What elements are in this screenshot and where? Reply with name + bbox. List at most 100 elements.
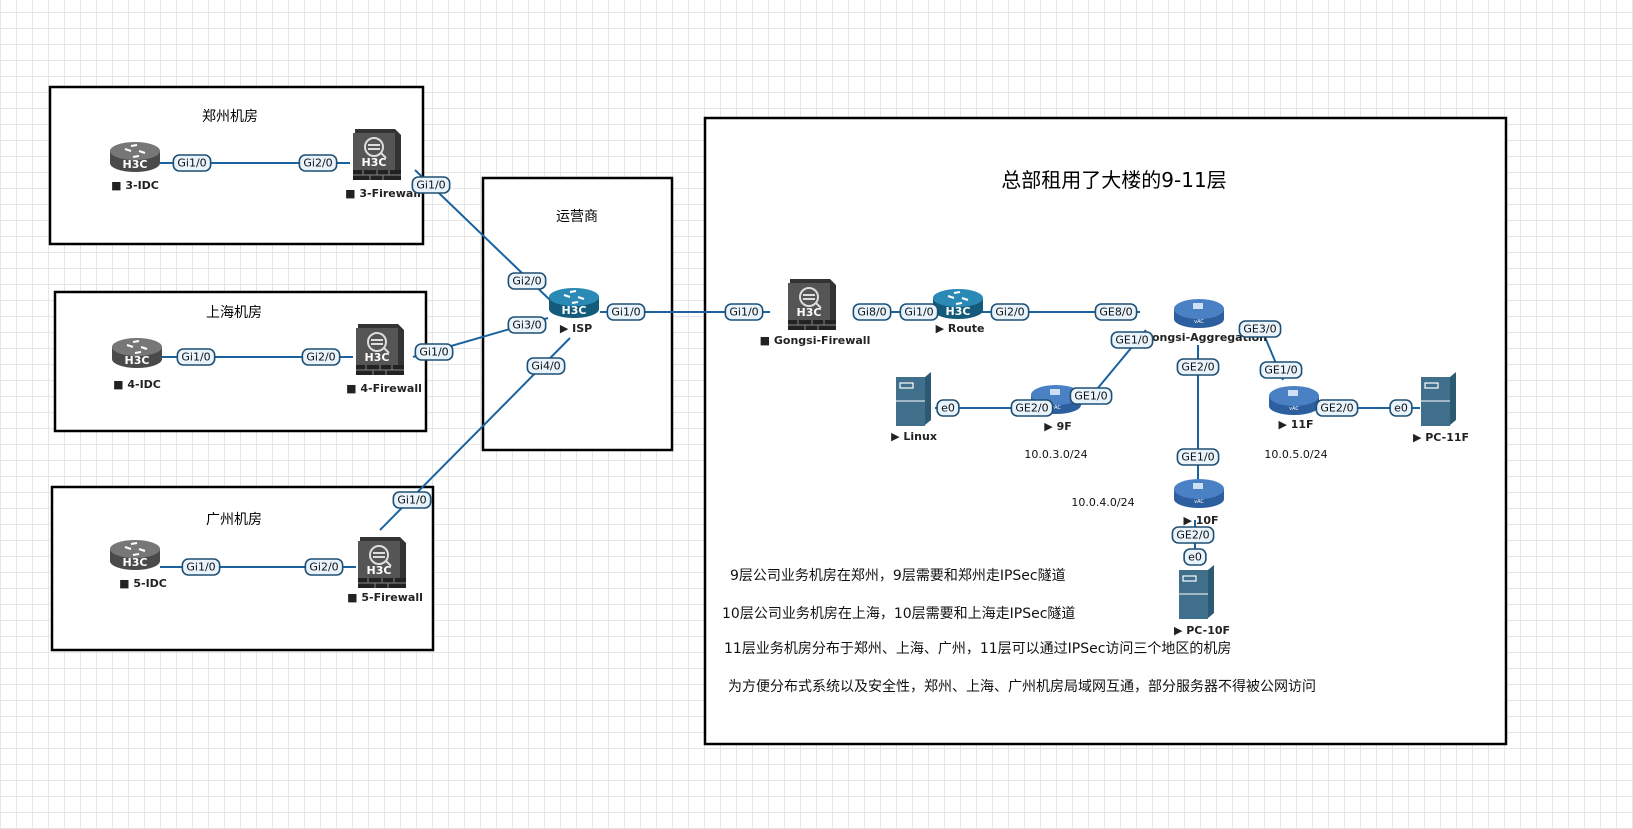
stopped-icon: ■	[345, 187, 359, 200]
port-label: Gi1/0	[899, 303, 939, 321]
svg-text:Gi1/0: Gi1/0	[611, 306, 640, 319]
port-label: e0	[936, 399, 960, 417]
port-label: Gi1/0	[176, 348, 216, 366]
svg-text:GE1/0: GE1/0	[1264, 364, 1297, 377]
port-label: GE2/0	[1010, 399, 1054, 417]
hq-box	[703, 116, 1508, 746]
svg-text:GE2/0: GE2/0	[1015, 402, 1048, 415]
device-label-3-idc: ■ 3-IDC	[111, 179, 159, 192]
device-label-9f: ▶ 9F	[1044, 420, 1071, 433]
svg-text:Gi1/0: Gi1/0	[904, 306, 933, 319]
subnet-10f: 10.0.4.0/24	[1071, 496, 1134, 509]
device-label-gongsi-firewall: ■ Gongsi-Firewall	[760, 334, 871, 347]
device-label-route: ▶ Route	[936, 322, 985, 335]
device-label-3-firewall: ■ 3-Firewall	[345, 187, 421, 200]
port-label: GE1/0	[1069, 387, 1113, 405]
running-icon: ▶	[560, 322, 572, 335]
device-label-5-idc: ■ 5-IDC	[119, 577, 167, 590]
shanghai-title: 上海机房	[206, 305, 262, 321]
server-pc-11f-icon[interactable]	[1420, 371, 1457, 427]
guangzhou-title: 广州机房	[206, 512, 262, 528]
port-label: Gi8/0	[852, 303, 892, 321]
zhengzhou-title: 郑州机房	[202, 109, 258, 125]
device-label-5-firewall: ■ 5-Firewall	[347, 591, 423, 604]
svg-text:GE1/0: GE1/0	[1115, 334, 1148, 347]
port-label: Gi2/0	[298, 154, 338, 172]
vac-aggregation-icon[interactable]	[1174, 299, 1224, 328]
port-label: GE2/0	[1176, 358, 1220, 376]
note-4: 为方便分布式系统以及安全性，郑州、上海、广州机房局域网互通，部分服务器不得被公网…	[728, 678, 1316, 695]
vac-11f-icon[interactable]	[1269, 386, 1319, 415]
note-2: 10层公司业务机房在上海，10层需要和上海走IPSec隧道	[722, 606, 1075, 622]
running-icon: ▶	[1044, 420, 1056, 433]
router-isp-icon[interactable]	[548, 287, 600, 319]
port-label: Gi1/0	[414, 343, 454, 361]
port-label: Gi1/0	[606, 303, 646, 321]
server-linux-icon[interactable]	[895, 371, 932, 427]
svg-text:Gi8/0: Gi8/0	[857, 306, 886, 319]
gongsi-firewall-icon[interactable]	[787, 278, 837, 331]
port-label: GE3/0	[1238, 320, 1282, 338]
port-label: GE8/0	[1094, 303, 1138, 321]
svg-text:GE1/0: GE1/0	[1181, 451, 1214, 464]
firewall-4-icon[interactable]	[355, 323, 405, 376]
device-label-4-idc: ■ 4-IDC	[113, 378, 161, 391]
device-label-linux: ▶ Linux	[891, 430, 937, 443]
svg-text:Gi2/0: Gi2/0	[309, 561, 338, 574]
running-icon: ▶	[1183, 514, 1195, 527]
isp-title: 运营商	[556, 209, 598, 225]
vac-10f-icon[interactable]	[1174, 479, 1224, 508]
server-pc-10f-icon[interactable]	[1178, 564, 1215, 620]
hq-title: 总部租用了大楼的9-11层	[1001, 168, 1226, 192]
svg-text:Gi1/0: Gi1/0	[177, 157, 206, 170]
port-label: Gi1/0	[392, 491, 432, 509]
device-label-pc-11f: ▶ PC-11F	[1413, 431, 1469, 444]
note-1: 9层公司业务机房在郑州，9层需要和郑州走IPSec隧道	[730, 568, 1066, 584]
device-label-aggregation: Gongsi-Aggregation	[1143, 331, 1267, 344]
device-label-4-firewall: ■ 4-Firewall	[346, 382, 422, 395]
svg-text:Gi4/0: Gi4/0	[531, 360, 560, 373]
stopped-icon: ■	[119, 577, 133, 590]
router-4-idc-icon[interactable]	[111, 337, 163, 369]
port-label: Gi1/0	[172, 154, 212, 172]
svg-text:GE8/0: GE8/0	[1099, 306, 1132, 319]
svg-text:Gi2/0: Gi2/0	[512, 275, 541, 288]
svg-text:Gi1/0: Gi1/0	[419, 346, 448, 359]
port-label: Gi1/0	[724, 303, 764, 321]
subnet-9f: 10.0.3.0/24	[1024, 448, 1087, 461]
port-label: GE1/0	[1176, 448, 1220, 466]
running-icon: ▶	[891, 430, 903, 443]
firewall-3-icon[interactable]	[352, 128, 402, 181]
stopped-icon: ■	[346, 382, 360, 395]
router-5-idc-icon[interactable]	[109, 539, 161, 571]
svg-text:Gi2/0: Gi2/0	[995, 306, 1024, 319]
port-label: e0	[1183, 548, 1207, 566]
port-label: Gi1/0	[181, 558, 221, 576]
port-label: Gi4/0	[526, 357, 566, 375]
device-label-10f: ▶ 10F	[1183, 514, 1218, 527]
port-label: GE2/0	[1315, 399, 1359, 417]
stopped-icon: ■	[113, 378, 127, 391]
subnet-11f: 10.0.5.0/24	[1264, 448, 1327, 461]
firewall-5-icon[interactable]	[357, 536, 407, 589]
port-label: GE1/0	[1110, 331, 1154, 349]
router-route-icon[interactable]	[932, 288, 984, 320]
svg-text:GE3/0: GE3/0	[1243, 323, 1276, 336]
device-label-isp: ▶ ISP	[560, 322, 592, 335]
svg-text:Gi3/0: Gi3/0	[512, 319, 541, 332]
running-icon: ▶	[936, 322, 948, 335]
router-3-idc-icon[interactable]	[109, 141, 161, 173]
svg-text:Gi2/0: Gi2/0	[306, 351, 335, 364]
device-label-11f: ▶ 11F	[1278, 418, 1313, 431]
svg-text:e0: e0	[941, 402, 955, 415]
port-label: GE1/0	[1259, 361, 1303, 379]
svg-text:e0: e0	[1394, 402, 1408, 415]
port-label: Gi2/0	[990, 303, 1030, 321]
port-label: Gi2/0	[507, 272, 547, 290]
port-label: Gi1/0	[411, 176, 451, 194]
running-icon: ▶	[1413, 431, 1425, 444]
svg-text:Gi2/0: Gi2/0	[303, 157, 332, 170]
svg-text:GE2/0: GE2/0	[1176, 529, 1209, 542]
running-icon: ▶	[1174, 624, 1186, 637]
